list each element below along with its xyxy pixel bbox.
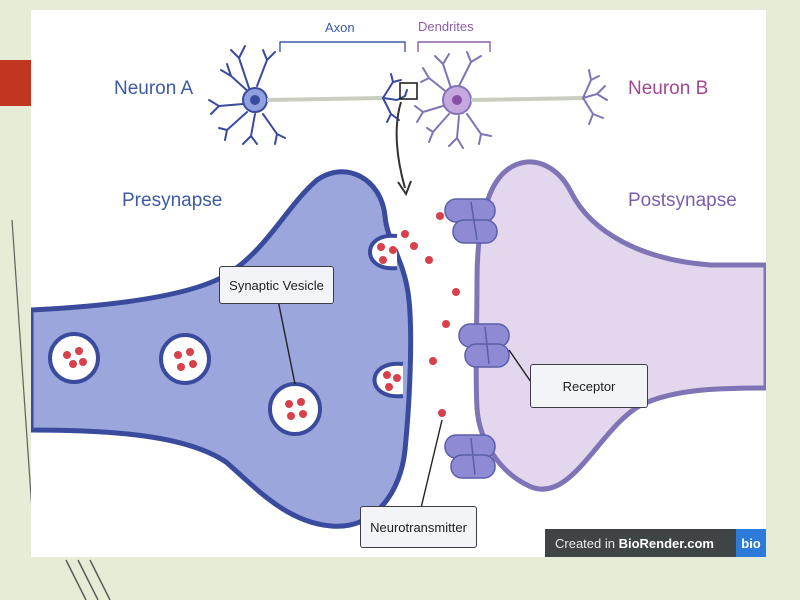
credit-brand: BioRender.com [618, 535, 714, 551]
neuron-b [414, 51, 492, 149]
decor-line [77, 559, 99, 600]
receptor [444, 198, 498, 244]
axon-terminal [382, 73, 408, 123]
axon-fiber [266, 96, 384, 102]
neuron-b-label: Neuron B [628, 78, 709, 99]
axon-label: Axon [325, 20, 355, 35]
neuron-a-label: Neuron A [114, 78, 194, 99]
presynapse-label: Presynapse [122, 190, 223, 211]
synaptic-vesicle-callout: Synaptic Vesicle [219, 266, 334, 304]
axon-bracket [279, 41, 406, 52]
neurotransmitter-leader-line [420, 419, 443, 509]
vesicle-leader-line [277, 299, 296, 385]
presynapse [31, 169, 414, 529]
synapse-diagram: Neuron A Neuron B Axon Dendrites Presyna… [31, 10, 766, 557]
dendrites-label: Dendrites [418, 19, 474, 34]
neuron-b-terminal [582, 69, 608, 125]
zoom-arrow-head [397, 180, 412, 197]
credit-prefix: Created in [555, 535, 619, 551]
decor-line [65, 559, 87, 600]
receptor [444, 434, 496, 479]
biorender-logo: bio [736, 529, 766, 557]
neuron-a [208, 45, 286, 145]
synaptic-vesicle [268, 382, 322, 436]
zoom-box [399, 82, 418, 100]
receptor [458, 323, 510, 368]
synaptic-vesicle [48, 332, 100, 384]
receptor-callout: Receptor [530, 364, 648, 408]
decor-line [11, 219, 35, 541]
fusing-vesicle [368, 233, 398, 271]
neurotransmitter-molecules [401, 212, 460, 417]
synaptic-vesicle [159, 333, 211, 385]
neuron-b-axon [470, 96, 584, 102]
dendrites-bracket [417, 41, 491, 52]
fusing-vesicle [372, 361, 404, 399]
postsynapse-label: Postsynapse [628, 190, 737, 211]
biorender-credit: Created in BioRender.com bio [545, 529, 766, 557]
receptor-leader-line [508, 349, 532, 383]
neurotransmitter-callout: Neurotransmitter [360, 506, 477, 548]
zoom-arrow [395, 101, 406, 189]
accent-tab [0, 60, 31, 106]
decor-line [89, 559, 111, 600]
